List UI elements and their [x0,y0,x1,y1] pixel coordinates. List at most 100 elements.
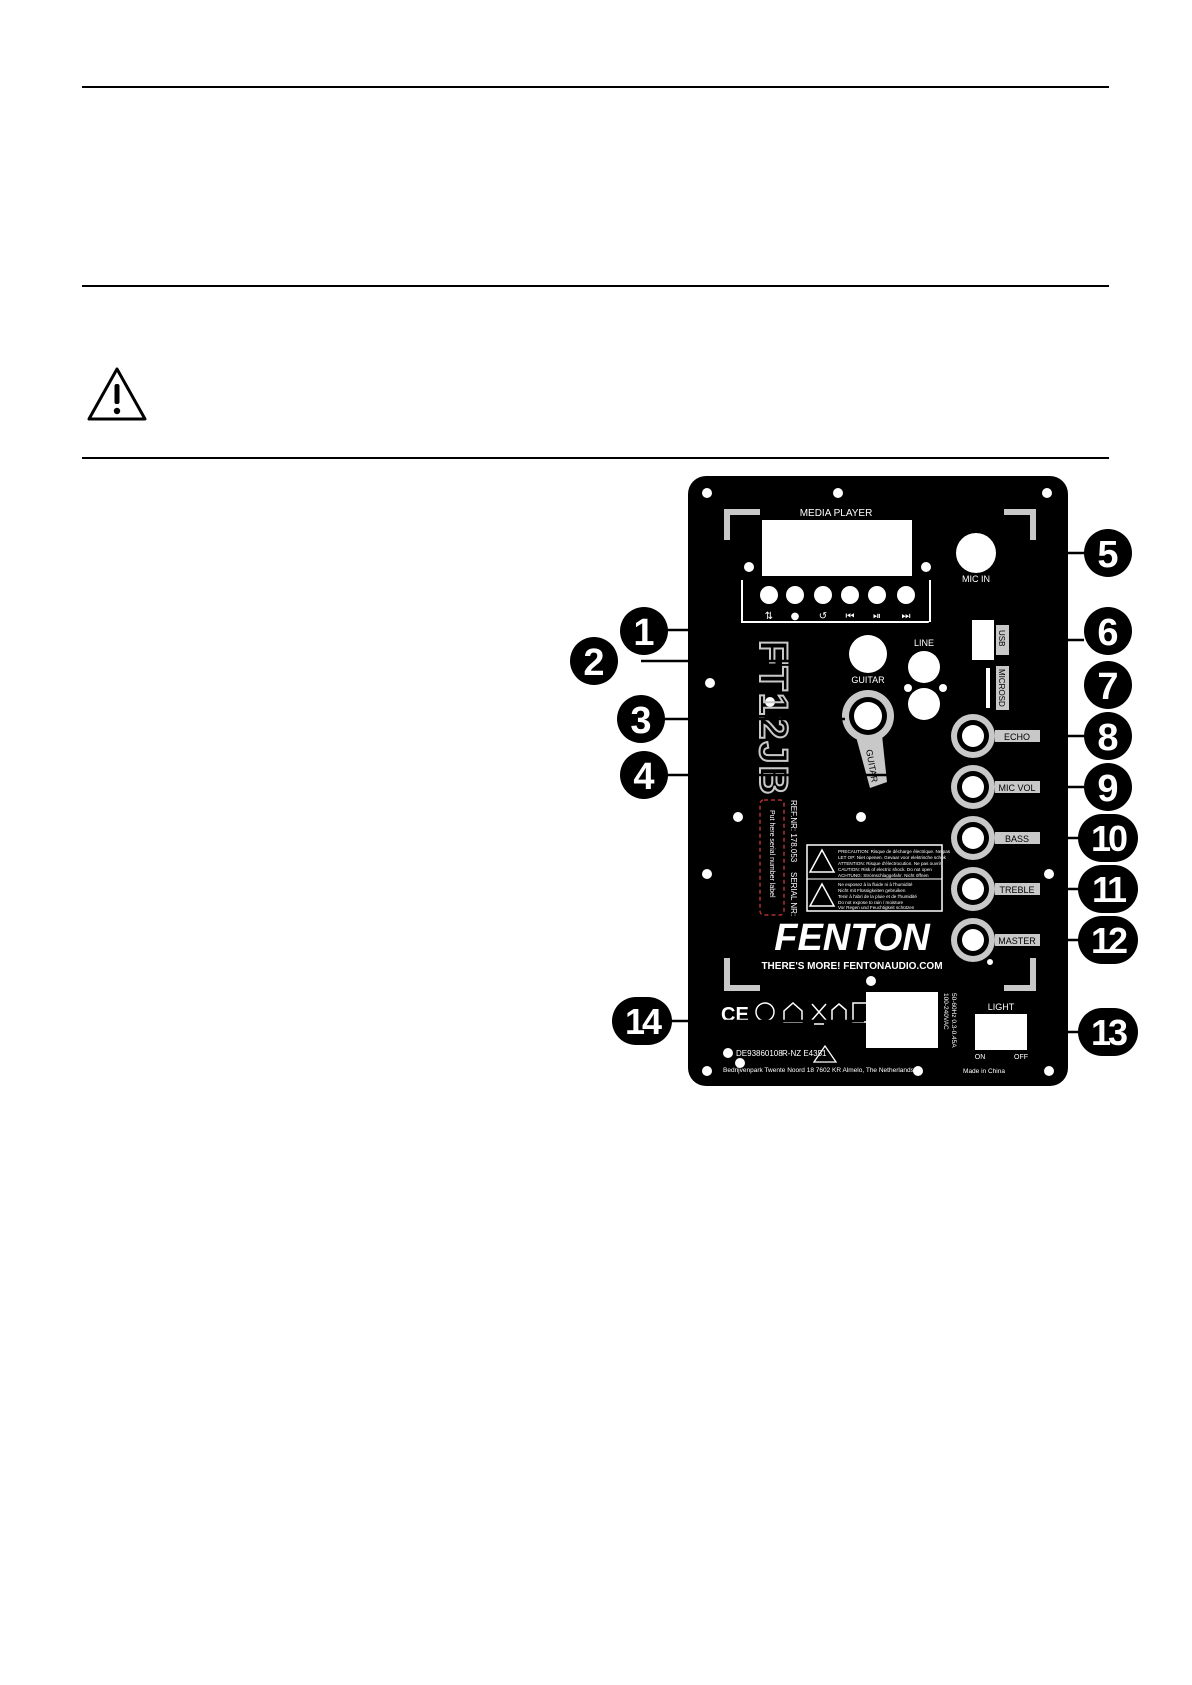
weee-bin-icon [811,1003,827,1025]
media-button-glyphs: ⇅ ● ↺ ⏮ ⏯ ⏭ [765,611,911,622]
callout-13-badge [1078,1008,1138,1056]
callout-3: 3 [630,700,651,742]
line-in-jack-top[interactable] [908,651,940,683]
dealer-code: DE93860108 [736,1049,783,1058]
power-spec-1: 100-240VAC [942,993,949,1030]
line-jack-left-dot [904,684,912,692]
brand-logo: FENTON [774,917,931,959]
mic-in-label: MIC IN [962,574,990,584]
knob-mic-vol[interactable] [951,765,1040,809]
microsd-label-bg [996,666,1009,710]
callout-5-badge [1084,529,1132,577]
usb-label-bg [996,625,1009,655]
corner-brackets [724,509,1036,991]
svg-text:Vor Regen und Feuchtigkeit sch: Vor Regen und Feuchtigkeit schützen [838,905,915,910]
media-dot-right [921,562,931,572]
callout-12: 12 [1091,920,1127,961]
media-button-next[interactable] [897,586,915,604]
microsd-slot[interactable] [986,668,990,708]
usb-port[interactable] [972,620,994,660]
knob-bass[interactable] [951,816,1040,860]
callout-6-badge [1084,607,1132,655]
warning-triangle-icon [87,367,147,421]
media-buttons [760,586,915,604]
record-icon: ● [791,611,800,622]
svg-text:Ne exposez à la fluide ni à l': Ne exposez à la fluide ni à l'humidité [838,882,913,887]
warning-text-block-1: PRECAUTION: Risque de décharge électriqu… [838,849,951,878]
sticker-text: Put here serial number label [768,810,775,898]
media-button-record[interactable] [786,586,804,604]
slogan: THERE'S MORE! FENTONAUDIO.COM [761,961,942,972]
warning-text-block-2: Ne exposez à la fluide ni à l'humidité N… [838,882,917,910]
leader-dot-7 [1045,681,1053,689]
knob-master[interactable] [951,918,1040,962]
callout-5: 5 [1097,534,1118,576]
knob-echo[interactable] [951,714,1040,758]
master-indicator-dot [987,959,993,965]
callout-10-badge [1078,814,1138,862]
callout-1-badge [620,607,668,655]
callout-badges: 1 2 3 4 5 6 7 8 9 10 11 12 13 14 [570,529,1138,1056]
callout-8-badge [1084,712,1132,760]
guitar-label: GUITAR [851,675,885,685]
light-on-label: ON [975,1054,986,1061]
moisture-warning-icon [808,882,836,907]
callout-2-badge [570,637,618,685]
callout-9-badge [1084,763,1132,811]
media-button-repeat[interactable] [814,586,832,604]
mic-in-jack[interactable] [956,533,996,573]
line-label: LINE [914,638,934,648]
ref-label: REF.NR: 178.053 [789,800,798,863]
svg-text:Nicht mit Flüssigkeiten gebrui: Nicht mit Flüssigkeiten gebruiken [838,888,906,893]
knob-label-echo: ECHO [1004,732,1030,742]
serial-label: SERIAL NR: [789,872,798,916]
media-button-play[interactable] [868,586,886,604]
power-socket[interactable] [866,992,938,1048]
line-in-jack-bottom[interactable] [908,688,940,720]
top-rule [82,86,1109,88]
svg-text:ACHTUNG: Stromschlaggefahr. Ni: ACHTUNG: Stromschlaggefahr. Nicht öffnen [838,873,929,878]
next-icon: ⏭ [902,611,911,622]
media-bracket [741,580,931,623]
media-player-label: MEDIA PLAYER [800,508,873,519]
made-in-label: Made in China [963,1068,1005,1075]
dealer-check-icon [723,1048,733,1058]
light-label: LIGHT [988,1002,1015,1012]
callout-3-badge [617,695,665,743]
lower-rule [82,457,1109,459]
media-button-mode[interactable] [760,586,778,604]
svg-text:Do not expose to rain / moistu: Do not expose to rain / moisture [838,900,904,905]
microsd-label: MICROSD [997,669,1006,707]
knob-label-bass: BASS [1005,834,1029,844]
guitar-jack[interactable] [842,690,894,788]
house-icon [831,1003,847,1022]
knob-treble[interactable] [951,867,1040,911]
callout-10: 10 [1091,818,1127,859]
svg-text:Tenir à l'abri de la pluie et: Tenir à l'abri de la pluie et de l'humid… [838,894,917,899]
callout-11: 11 [1092,869,1127,910]
media-player-display [762,520,912,576]
callout-12-badge [1078,916,1138,964]
callout-2: 2 [583,642,604,684]
shock-warning-icon [808,848,836,873]
repeat-icon: ↺ [819,611,827,622]
callout-6: 6 [1097,612,1118,654]
guitar-vol-knob[interactable] [849,635,887,673]
knob-label-master: MASTER [998,936,1036,946]
light-switch[interactable] [975,1014,1027,1050]
callout-4: 4 [633,756,654,798]
callout-14-badge [612,997,672,1045]
svg-text:PRECAUTION: Risque de décharge: PRECAUTION: Risque de décharge électriqu… [838,849,951,854]
callout-9: 9 [1097,768,1118,810]
callout-7-badge [1084,661,1132,709]
address: Bedrijvenpark Twente Noord 18 7602 KR Al… [723,1067,915,1074]
rcm-mark-icon [812,1044,838,1063]
usb-label: USB [997,630,1006,646]
callout-13: 13 [1091,1012,1127,1053]
callout-1: 1 [633,612,654,654]
warning-box [806,844,943,912]
svg-text:LET OP: Niet openen. Gevaar vo: LET OP: Niet openen. Gevaar voor elektri… [838,855,947,860]
line-jack-right-dot [939,684,947,692]
media-button-prev[interactable] [841,586,859,604]
